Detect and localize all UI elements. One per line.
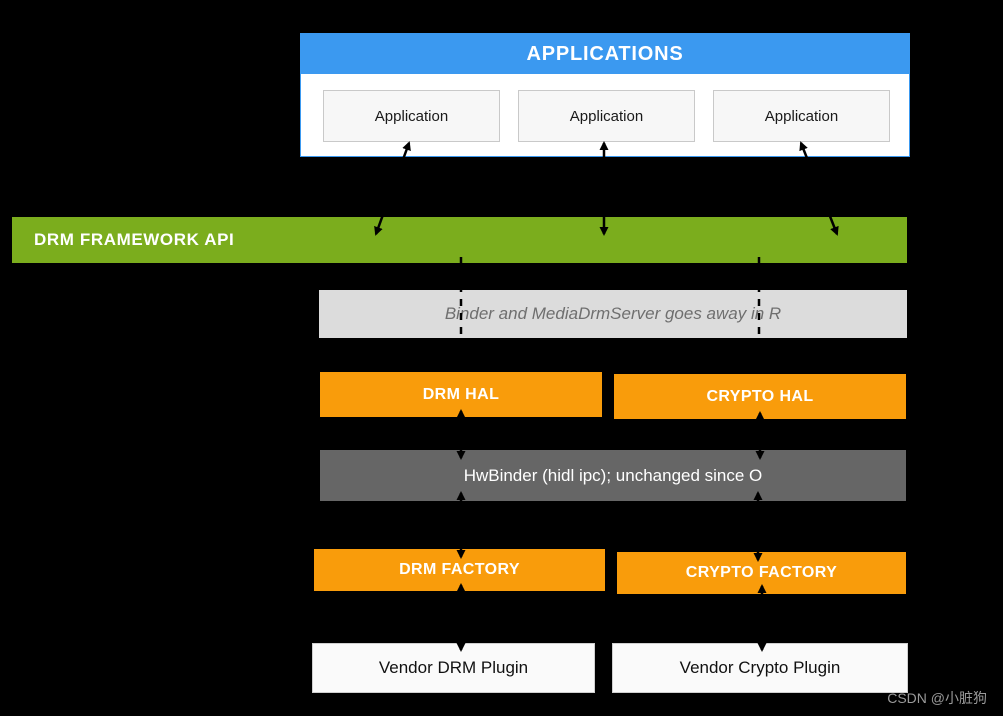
applications-container: APPLICATIONS Application Application App…: [300, 33, 910, 157]
csdn-watermark: CSDN @小脏狗: [887, 690, 987, 706]
application-box-2: Application: [518, 90, 695, 142]
application-box-1: Application: [323, 90, 500, 142]
crypto-factory-box: CRYPTO FACTORY: [617, 552, 906, 594]
drm-factory-box: DRM FACTORY: [314, 549, 605, 591]
binder-note-box: Binder and MediaDrmServer goes away in R: [319, 290, 907, 338]
drm-framework-api-bar: DRM FRAMEWORK API: [12, 217, 907, 263]
hwbinder-box: HwBinder (hidl ipc); unchanged since O: [320, 450, 906, 501]
drm-framework-api-label: DRM FRAMEWORK API: [34, 230, 235, 249]
vendor-crypto-plugin-box: Vendor Crypto Plugin: [612, 643, 908, 693]
drm-hal-box: DRM HAL: [320, 372, 602, 417]
applications-header: APPLICATIONS: [301, 34, 909, 74]
application-box-3: Application: [713, 90, 890, 142]
vendor-drm-plugin-box: Vendor DRM Plugin: [312, 643, 595, 693]
crypto-hal-box: CRYPTO HAL: [614, 374, 906, 419]
